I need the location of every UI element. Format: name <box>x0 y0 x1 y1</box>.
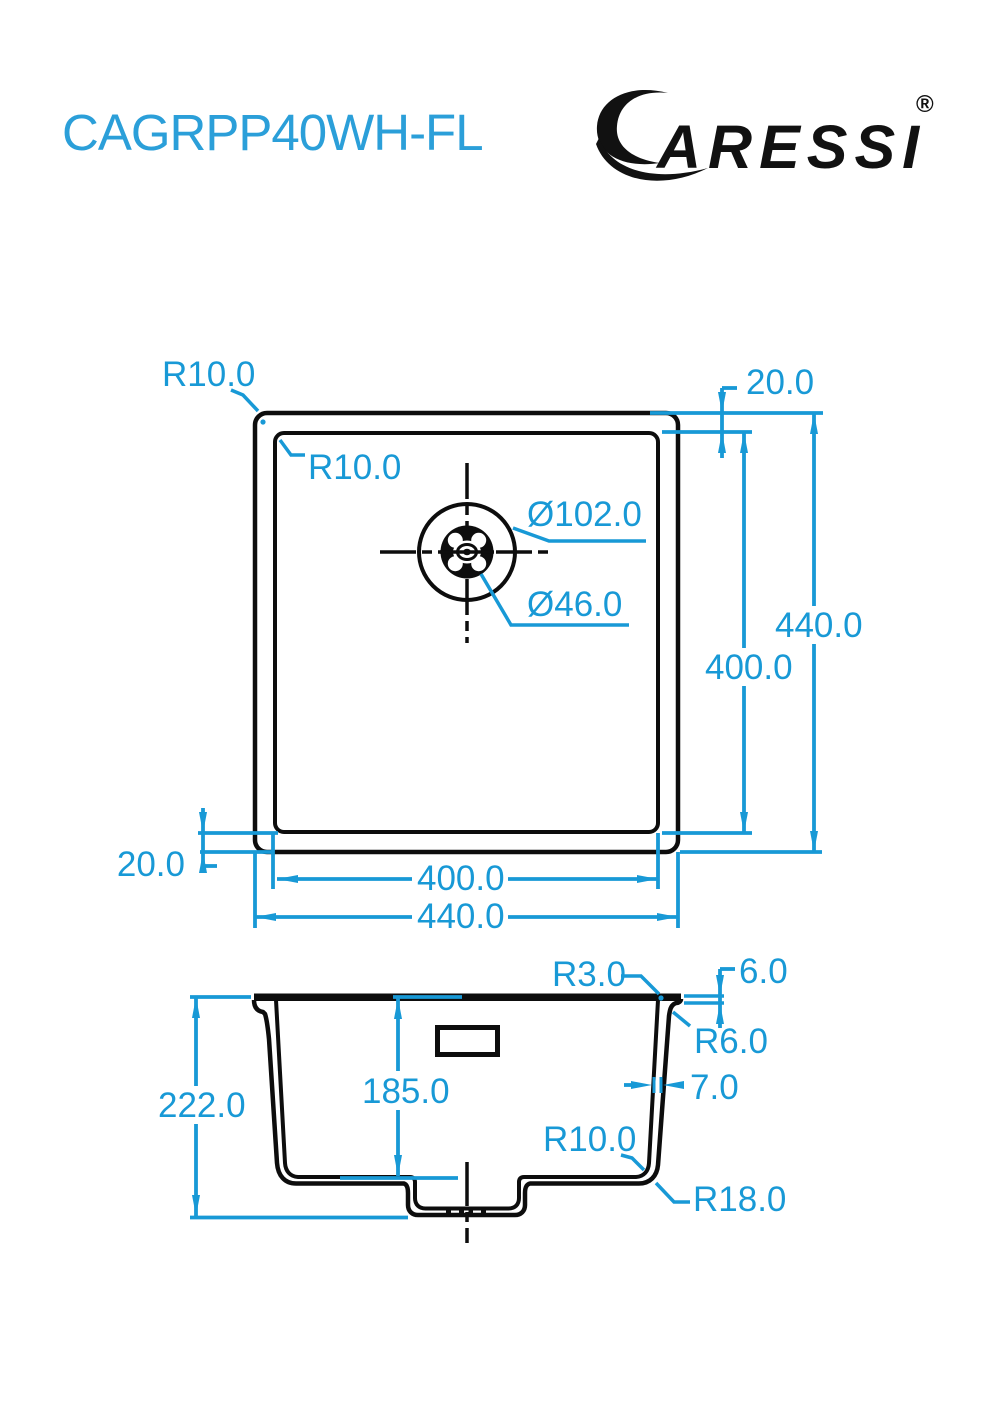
arrow-down-icon <box>394 1155 402 1176</box>
leader-r18 <box>654 1181 690 1204</box>
brand-logo: ARESSI ® <box>596 89 934 181</box>
leader-r6 <box>671 1010 692 1028</box>
top-view <box>252 410 681 855</box>
section-waste-outlet-icon <box>446 1209 486 1217</box>
arrow-up-icon <box>810 413 818 434</box>
arrow-up-icon <box>740 432 748 453</box>
logo-c-icon <box>596 89 668 165</box>
leader-r10-inner <box>278 438 305 457</box>
arrow-down-icon <box>718 392 726 413</box>
arrow-down-icon <box>810 831 818 852</box>
arrow-down-icon <box>192 1195 200 1216</box>
leader-waste-dia <box>479 573 629 627</box>
drain-hole-circle <box>417 502 517 602</box>
dim-inner-height: 400.0 <box>705 648 793 687</box>
arrow-left-icon <box>277 875 298 883</box>
logo-swoosh-icon <box>596 138 708 181</box>
r3-center-dot <box>658 995 664 1001</box>
arrow-up-icon <box>192 997 200 1018</box>
logo-letters: ARESSI <box>655 113 926 181</box>
arrow-down-icon <box>716 975 724 996</box>
sink-outer-rim-outline <box>252 410 681 855</box>
section-view <box>251 993 684 1243</box>
arrow-down-icon <box>199 812 207 833</box>
registered-mark: ® <box>916 91 934 118</box>
section-rim <box>254 993 681 1001</box>
dim-waste-dia: Ø46.0 <box>527 585 622 624</box>
dim-drain-dia: Ø102.0 <box>527 495 642 534</box>
leader-drain-dia <box>512 526 646 543</box>
dim-rim-offset-bottom: 20.0 <box>117 845 185 884</box>
top-view-dimensions: R10.0 R10.0 Ø102.0 Ø46.0 440.0 400.0 20 <box>117 355 863 936</box>
dim-bowl-depth: 185.0 <box>362 1072 450 1111</box>
sink-bowl-outline <box>273 431 660 834</box>
leader-r3 <box>621 974 661 996</box>
arrow-up-icon <box>716 1003 724 1024</box>
arrow-up-icon <box>199 852 207 873</box>
arrow-up-icon <box>394 998 402 1019</box>
dim-r10-outer: R10.0 <box>162 355 255 394</box>
overflow-hole <box>435 1025 500 1057</box>
dim-outer-width: 440.0 <box>417 897 505 936</box>
arrow-down-icon <box>740 812 748 833</box>
page-title: CAGRPP40WH-FL <box>62 104 483 161</box>
r10-center-dot <box>260 419 266 425</box>
dim-inner-bottom-radius: R10.0 <box>543 1120 636 1159</box>
arrow-right-icon <box>631 1081 652 1089</box>
leader-r10-outer <box>230 388 260 413</box>
arrow-right-icon <box>637 875 658 883</box>
dim-r10-inner: R10.0 <box>308 448 401 487</box>
dim-inner-width: 400.0 <box>417 859 505 898</box>
arrow-right-icon <box>657 913 678 921</box>
section-inner-profile <box>274 999 660 1211</box>
waste-fitting-icon <box>440 525 494 579</box>
dim-overall-height: 222.0 <box>158 1086 246 1125</box>
dim-outer-height: 440.0 <box>775 606 863 645</box>
dim-rim-offset-top: 20.0 <box>746 363 814 402</box>
arrow-left-icon <box>663 1081 684 1089</box>
dim-wall-thickness: 7.0 <box>690 1068 739 1107</box>
dim-rim-thickness: 6.0 <box>739 952 788 991</box>
section-view-dimensions: 222.0 185.0 R3.0 6.0 R6.0 7.0 R10.0 <box>158 952 788 1220</box>
dim-top-corner-radius: R3.0 <box>552 955 626 994</box>
dim-outer-bottom-radius: R18.0 <box>693 1180 786 1219</box>
arrow-left-icon <box>255 913 276 921</box>
arrow-up-icon <box>718 432 726 453</box>
leader-r10-bottom <box>620 1153 646 1172</box>
dim-under-rim-radius: R6.0 <box>694 1022 768 1061</box>
